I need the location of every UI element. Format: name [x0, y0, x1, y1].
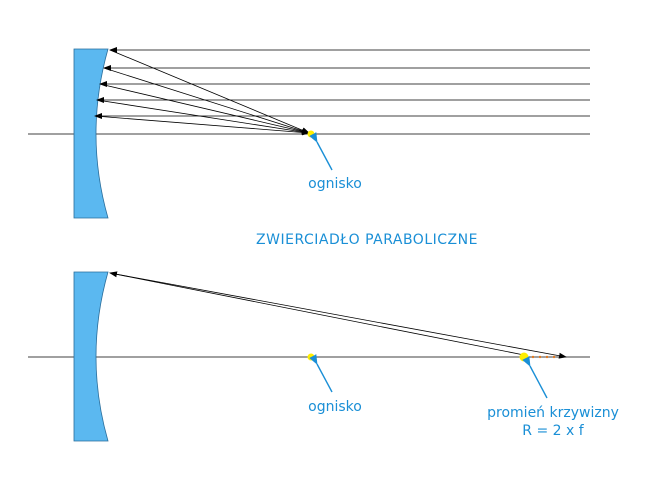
- bottom-mirror: [73, 271, 109, 442]
- bottom-ray-reflected: [109, 272, 567, 359]
- diagram-title: ZWIERCIADŁO PARABOLICZNE: [256, 232, 478, 248]
- bottom-focus-pointer-arrow: [309, 354, 333, 393]
- bottom-diagram: ognisko promień krzywizny R = 2 x f: [28, 271, 619, 442]
- bottom-focus-point: [307, 353, 315, 361]
- bottom-radius-label-line2: R = 2 x f: [522, 423, 584, 439]
- top-focus-point: [307, 130, 315, 138]
- top-diagram: ognisko: [28, 47, 590, 219]
- top-focus-label: ognisko: [308, 176, 362, 192]
- bottom-radius-label-line1: promień krzywizny: [487, 405, 619, 421]
- top-reflected-ray-5: [94, 115, 310, 136]
- bottom-curvature-dots: [531, 355, 556, 359]
- bottom-curvature-pointer-arrow: [522, 356, 548, 399]
- top-reflected-ray-2: [103, 67, 310, 134]
- top-reflected-ray-4: [96, 99, 310, 135]
- bottom-curvature-center-point: [519, 352, 529, 362]
- bottom-focus-label: ognisko: [308, 399, 362, 415]
- bottom-ray-to-mirror: [109, 271, 525, 356]
- top-focus-pointer-arrow: [309, 132, 333, 171]
- top-reflected-ray-1: [109, 49, 310, 134]
- top-mirror: [73, 48, 109, 219]
- top-reflected-ray-3: [99, 83, 310, 135]
